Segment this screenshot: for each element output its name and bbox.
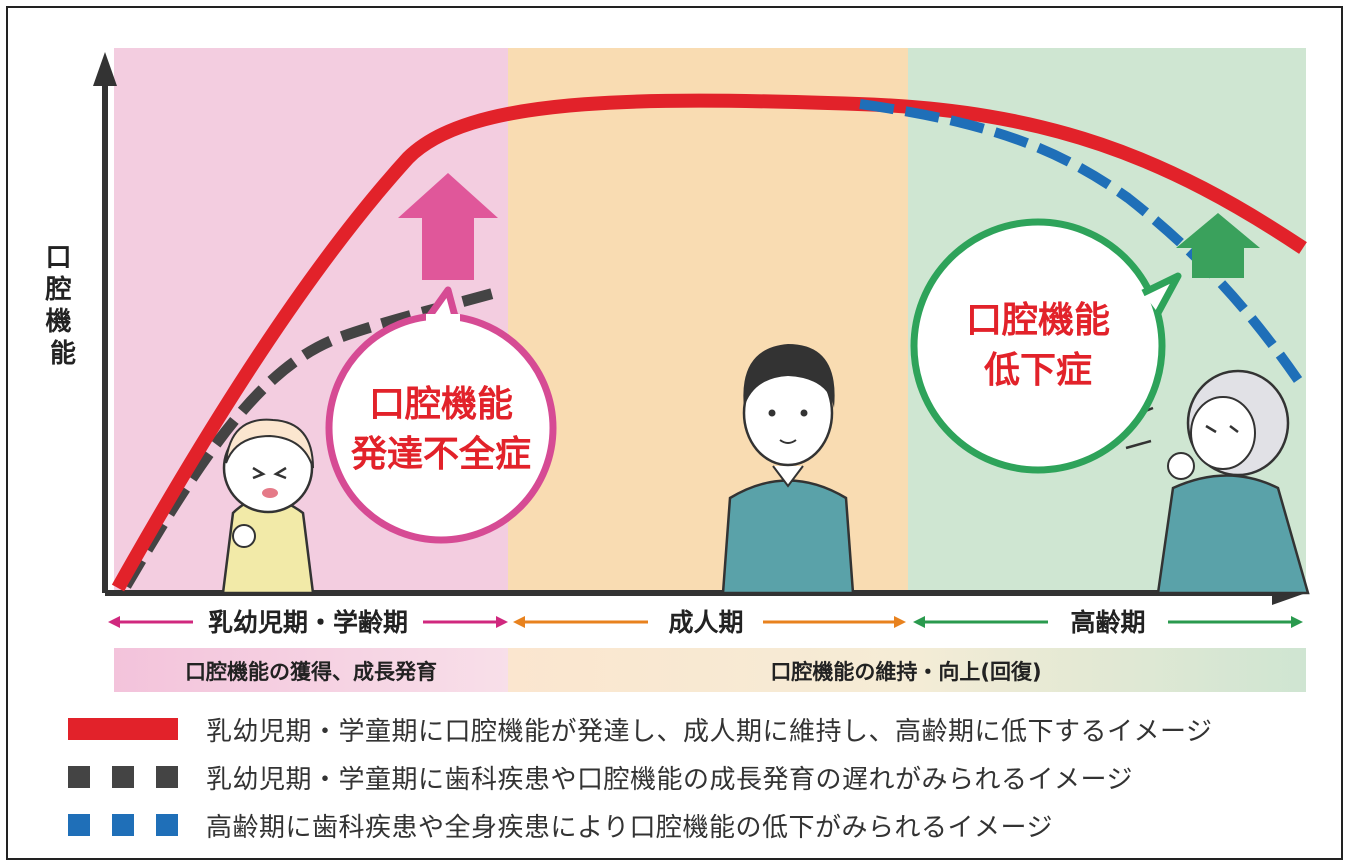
band-acquisition-label: 口腔機能の獲得、成長発育 (185, 660, 437, 684)
legend-item-dashed-blue: 高齢期に歯科疾患や全身疾患により口腔機能の低下がみられるイメージ (68, 805, 1053, 845)
stage-child-range: 乳幼児期・学齢期 (108, 608, 508, 637)
oral-function-diagram: 口 腔 機 能 (44, 48, 1310, 692)
stage-adult-range: 成人期 (513, 608, 906, 637)
callout-child-bubble: 口腔機能 発達不全症 (325, 286, 557, 544)
dashed-curve-blue (859, 99, 1303, 383)
stage-elder-range: 高齢期 (913, 608, 1303, 637)
callout-elder-bubble: 口腔機能 低下症 (910, 218, 1182, 474)
solid-curve-red (111, 93, 1307, 592)
legend-text-1: 乳幼児期・学童期に口腔機能が発達し、成人期に維持し、高齢期に低下するイメージ (206, 716, 1213, 747)
legend-swatch-dashed-blue (68, 805, 178, 845)
stage-adult-label: 成人期 (668, 608, 743, 637)
callout-child-line2: 発達不全症 (351, 433, 531, 475)
elder-illustration (1125, 369, 1310, 595)
callout-elder-line2: 低下症 (984, 350, 1092, 391)
adult-illustration (721, 344, 855, 595)
legend-swatch-dashed-dark (68, 757, 178, 797)
band-acquisition (114, 648, 508, 692)
y-axis-label: 口 腔 機 能 (44, 243, 80, 369)
legend-item-dashed-dark: 乳幼児期・学童期に歯科疾患や口腔機能の成長発育の遅れがみられるイメージ (68, 757, 1133, 797)
figure-frame: 口 腔 機 能 (6, 6, 1343, 860)
callout-child-line1: 口腔機能 (369, 384, 513, 425)
stage-child-label: 乳幼児期・学齢期 (208, 608, 408, 637)
legend-text-3: 高齢期に歯科疾患や全身疾患により口腔機能の低下がみられるイメージ (206, 812, 1053, 843)
band-maintenance-label: 口腔機能の維持・向上(回復) (770, 660, 1041, 684)
band-maintenance (508, 648, 1306, 692)
child-illustration (221, 418, 315, 595)
up-arrow-green (1176, 213, 1260, 278)
legend-item-solid-red: 乳幼児期・学童期に口腔機能が発達し、成人期に維持し、高齢期に低下するイメージ (68, 709, 1212, 749)
legend-swatch-solid-red (68, 709, 178, 749)
y-axis-arrowhead (93, 52, 117, 86)
stage-elder-label: 高齢期 (1070, 608, 1145, 637)
legend-text-2: 乳幼児期・学童期に歯科疾患や口腔機能の成長発育の遅れがみられるイメージ (206, 764, 1133, 795)
up-arrow-pink (398, 173, 498, 280)
callout-elder-line1: 口腔機能 (966, 300, 1110, 341)
